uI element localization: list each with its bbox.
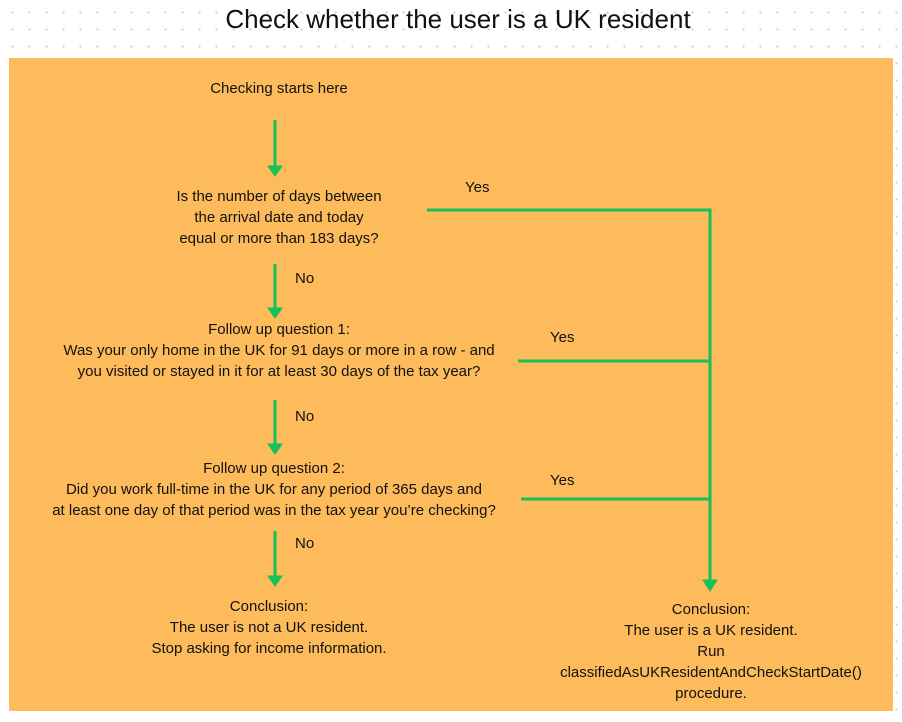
q2-yes-label: Yes bbox=[550, 329, 575, 346]
q2-no-arrowhead bbox=[267, 443, 283, 455]
q1-no-label: No bbox=[295, 270, 315, 287]
follow-up-question-1: Follow up question 1: Was your only home… bbox=[63, 321, 495, 380]
q3-no-arrowhead bbox=[267, 575, 283, 587]
start-node: Checking starts here bbox=[210, 80, 348, 97]
diagram-title: Check whether the user is a UK resident bbox=[225, 4, 691, 34]
start-to-q1-arrowhead bbox=[267, 165, 283, 177]
q2-no-label: No bbox=[295, 408, 315, 425]
q3-no-label: No bbox=[295, 535, 315, 552]
question-arrival-days: Is the number of days between the arriva… bbox=[176, 188, 382, 247]
resident-conclusion-arrowhead bbox=[702, 579, 718, 592]
connectors-layer bbox=[9, 58, 893, 711]
q3-yes-label: Yes bbox=[550, 472, 575, 489]
conclusion-not-resident: Conclusion: The user is not a UK residen… bbox=[151, 598, 387, 657]
q1-yes-connector bbox=[427, 208, 712, 580]
panel-background bbox=[9, 58, 893, 711]
q1-yes-label: Yes bbox=[465, 179, 490, 196]
flowchart-panel: Checking starts here Is the number of da… bbox=[9, 58, 893, 711]
q1-no-arrowhead bbox=[267, 307, 283, 319]
follow-up-question-2: Follow up question 2: Did you work full-… bbox=[52, 460, 496, 519]
conclusion-resident: Conclusion: The user is a UK resident. R… bbox=[560, 601, 862, 702]
